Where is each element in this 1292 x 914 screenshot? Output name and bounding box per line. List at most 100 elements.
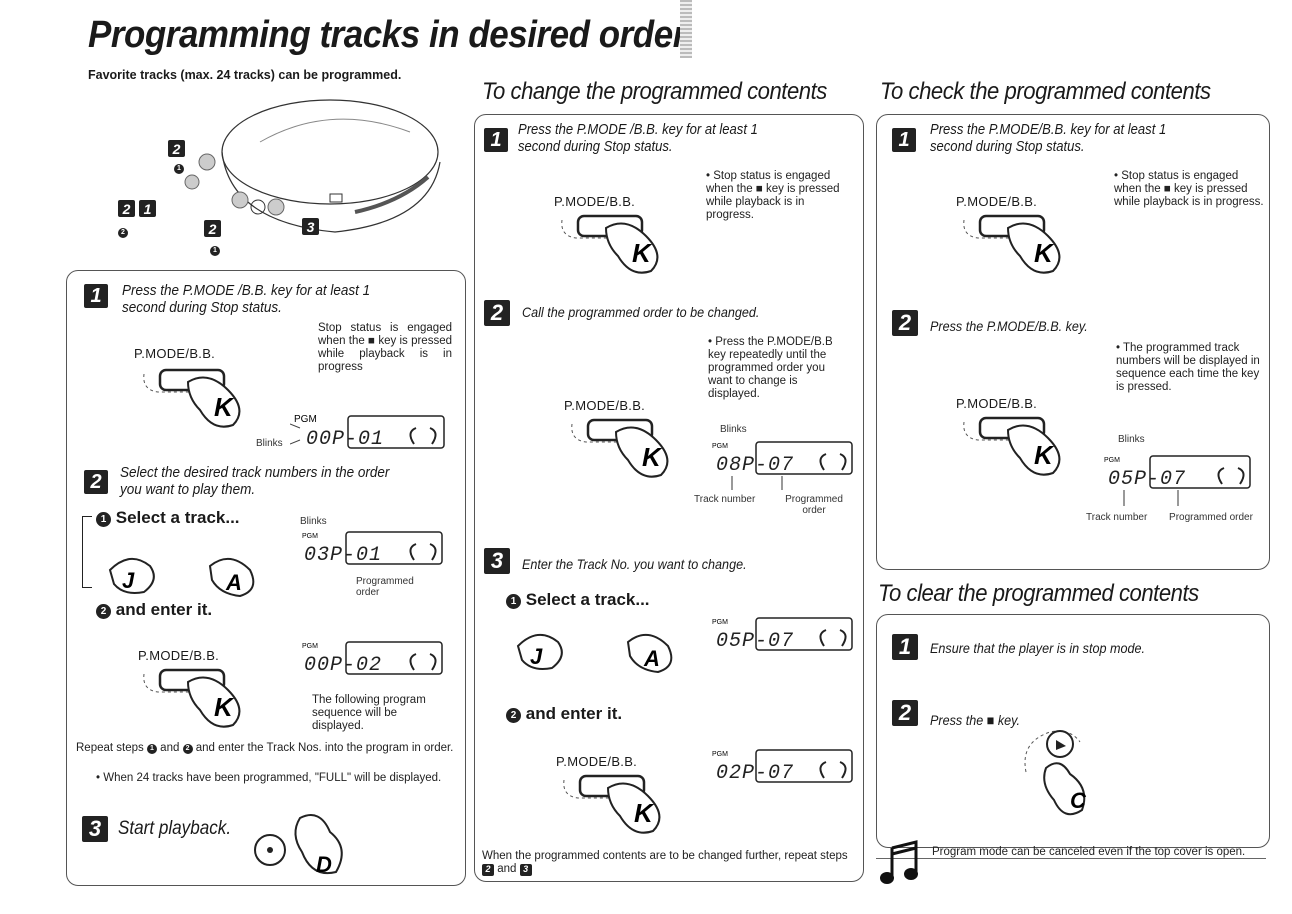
- left-blinks-label: Blinks: [256, 438, 283, 449]
- illus-badge-2-top: 2: [168, 140, 185, 159]
- check-step2-badge: 2: [892, 310, 918, 336]
- check-step1-badge: 1: [892, 128, 916, 152]
- change-select-track: 1 Select a track...: [506, 590, 650, 610]
- svg-text:03P-01: 03P-01: [304, 544, 382, 567]
- clear-step1-text: Ensure that the player is in stop mode.: [930, 640, 1146, 656]
- svg-text:05P-07: 05P-07: [716, 630, 794, 653]
- lcd-display-3: PGM 00P-02: [302, 641, 443, 677]
- change-key-label-1: P.MODE/B.B.: [554, 194, 636, 209]
- change-step3-badge: 3: [484, 548, 510, 574]
- left-step3-badge: 3: [82, 816, 108, 842]
- change-track-number: Track number: [694, 494, 756, 505]
- svg-text:K: K: [632, 238, 653, 268]
- change-lcd-1: PGM 08P-07: [712, 441, 853, 490]
- left-blinks-2: Blinks: [300, 516, 327, 527]
- change-step2-text: Call the programmed order to be changed.: [522, 304, 760, 320]
- player-illustration: [184, 99, 441, 233]
- illus-circle-1: 1: [174, 158, 184, 176]
- change-key-label-2: P.MODE/B.B.: [564, 398, 646, 413]
- change-step2-note: • Press the P.MODE/B.B key repeatedly un…: [708, 336, 833, 400]
- music-note-icon: [880, 840, 918, 884]
- left-key-label-2: P.MODE/B.B.: [138, 648, 220, 663]
- left-step1-text: Press the P.MODE /B.B. key for at least …: [122, 282, 371, 316]
- svg-text:PGM: PGM: [294, 414, 317, 425]
- svg-text:K: K: [1034, 238, 1055, 268]
- change-pmode-hand-2: K: [571, 418, 669, 478]
- left-full-note: • When 24 tracks have been programmed, "…: [96, 772, 442, 784]
- change-panel: [474, 114, 864, 882]
- clear-step2-text: Press the ■ key.: [930, 712, 1021, 728]
- left-repeat-text: Repeat steps 1 and 2 and enter the Track…: [76, 742, 454, 754]
- left-step1-note: Stop status is engaged when the ■ key is…: [318, 322, 452, 373]
- svg-text:PGM: PGM: [712, 443, 728, 450]
- loop-bracket: [82, 516, 92, 588]
- change-step1-badge: 1: [484, 128, 508, 152]
- pmode-key-hand: K: [143, 368, 241, 428]
- svg-text:K: K: [1034, 440, 1055, 470]
- page-subtitle: Favorite tracks (max. 24 tracks) can be …: [88, 68, 402, 82]
- change-heading: To change the programmed contents: [482, 78, 827, 105]
- hand-letter-k: K: [214, 392, 235, 422]
- page-title: Programming tracks in desired order: [88, 14, 686, 56]
- svg-text:K: K: [634, 798, 655, 828]
- svg-text:05P-07: 05P-07: [1108, 468, 1186, 491]
- check-key-label-1: P.MODE/B.B.: [956, 194, 1038, 209]
- svg-text:C: C: [1070, 788, 1087, 813]
- check-step1-text: Press the P.MODE/B.B. key for at least 1…: [930, 122, 1167, 155]
- check-blinks: Blinks: [1118, 434, 1145, 445]
- svg-text:D: D: [316, 852, 332, 877]
- track-keys-hands: J A: [108, 558, 255, 598]
- left-programmed-order: Programmed order: [356, 576, 414, 598]
- check-pmode-hand-2: K: [963, 416, 1061, 476]
- left-select-track: 1 Select a track...: [96, 508, 240, 528]
- change-key-label-3: P.MODE/B.B.: [556, 754, 638, 769]
- lcd-display-1: PGM 00P-01: [290, 414, 445, 451]
- left-following-note: The following program sequence will be d…: [312, 694, 426, 732]
- check-track-number: Track number: [1086, 512, 1148, 523]
- check-step1-note: • Stop status is engaged when the ■ key …: [1114, 170, 1264, 208]
- svg-text:02P-07: 02P-07: [716, 762, 794, 785]
- change-footer: When the programmed contents are to be c…: [482, 850, 848, 876]
- play-key-hand: D: [254, 814, 343, 877]
- scan-artifact: [680, 0, 692, 58]
- pmode-key-hand-2: K: [143, 668, 241, 728]
- svg-text:J: J: [122, 568, 135, 593]
- illus-badge-2-bottom: 2: [204, 220, 221, 239]
- clear-panel: [876, 614, 1270, 848]
- svg-text:PGM: PGM: [302, 533, 318, 540]
- svg-text:PGM: PGM: [302, 643, 318, 650]
- change-lcd-3: PGM 02P-07: [712, 749, 853, 785]
- footnote-text: Program mode can be canceled even if the…: [932, 846, 1246, 858]
- change-step1-text: Press the P.MODE /B.B. key for at least …: [518, 122, 758, 155]
- illus-circle-1b: 1: [210, 240, 220, 258]
- clear-step2-badge: 2: [892, 700, 918, 726]
- svg-text:A: A: [225, 570, 242, 595]
- check-programmed-order: Programmed order: [1169, 512, 1253, 523]
- footnote-divider: [876, 858, 1266, 859]
- left-step1-badge: 1: [84, 284, 108, 308]
- change-enter-it: 2 and enter it.: [506, 704, 622, 724]
- left-key-label-1: P.MODE/B.B.: [134, 346, 216, 361]
- clear-step1-badge: 1: [892, 634, 918, 660]
- left-step2-badge: 2: [84, 470, 108, 494]
- change-blinks: Blinks: [720, 424, 747, 435]
- check-step2-text: Press the P.MODE/B.B. key.: [930, 318, 1088, 334]
- change-programmed-order: Programmed order: [785, 494, 843, 516]
- svg-text:A: A: [643, 646, 660, 671]
- illus-circle-2: 2: [118, 222, 128, 240]
- svg-text:00P-02: 00P-02: [304, 654, 382, 677]
- change-pmode-hand-1: K: [561, 214, 659, 274]
- check-panel: [876, 114, 1270, 570]
- svg-text:08P-07: 08P-07: [716, 454, 794, 477]
- change-lcd-2: PGM 05P-07: [712, 617, 853, 653]
- svg-text:PGM: PGM: [712, 751, 728, 758]
- svg-text:PGM: PGM: [712, 619, 728, 626]
- svg-text:PGM: PGM: [1104, 457, 1120, 464]
- change-step3-text: Enter the Track No. you want to change.: [522, 556, 747, 572]
- left-step2-text: Select the desired track numbers in the …: [120, 464, 390, 498]
- check-pmode-hand-1: K: [963, 214, 1061, 274]
- change-step2-badge: 2: [484, 300, 510, 326]
- svg-text:J: J: [530, 644, 543, 669]
- clear-heading: To clear the programmed contents: [878, 580, 1199, 607]
